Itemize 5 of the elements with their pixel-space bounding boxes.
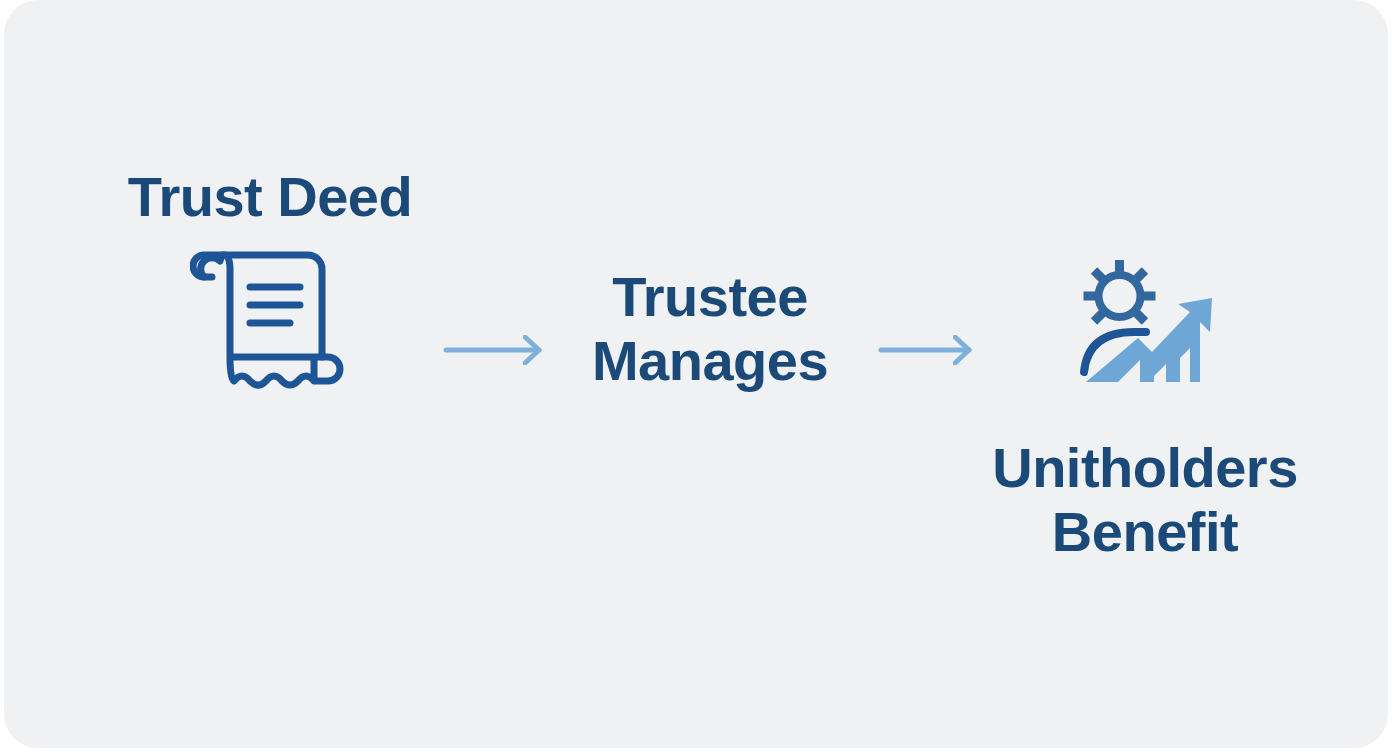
node-label: Trust Deed: [127, 165, 413, 229]
node-label: Unitholders Benefit: [991, 436, 1299, 564]
node-label: Trustee Manages: [590, 265, 830, 393]
arrow: [878, 334, 972, 366]
arrow: [443, 334, 542, 366]
